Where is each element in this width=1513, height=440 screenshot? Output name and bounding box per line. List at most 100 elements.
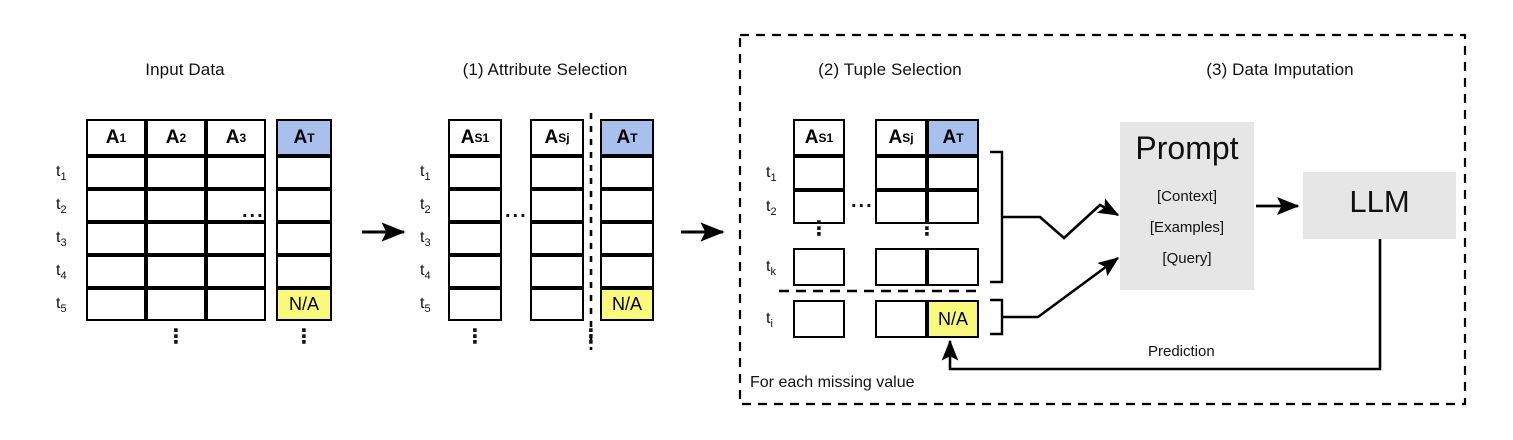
llm-label: LLM	[1349, 184, 1410, 219]
step1-cell-r3ct	[600, 222, 654, 255]
step1-row-label-t5: t5	[420, 295, 431, 315]
step2-cell-t1-as1	[793, 156, 845, 190]
step2-cell-tk-at	[927, 248, 979, 286]
step1-cell-missing-value: N/A	[600, 288, 654, 321]
step1-cell-r3c1	[448, 222, 502, 255]
step1-row-label-t5-base: t	[420, 295, 425, 312]
title-input-data: Input Data	[145, 60, 225, 79]
input-cell-r2c3	[206, 189, 266, 222]
step1-row-label-t1-sub: 1	[424, 171, 431, 184]
input-cell-r3ct	[276, 222, 332, 255]
input-cell-r3c3	[206, 222, 266, 255]
step2-row-label-t1-base: t	[766, 164, 771, 181]
title-tuple-selection: (2) Tuple Selection	[818, 60, 962, 79]
step2-cell-t2-asj	[875, 190, 927, 224]
input-row-label-t1-sub: 1	[60, 171, 67, 184]
input-cell-r3c1	[86, 222, 146, 255]
step2-cell-ti-asj	[875, 300, 927, 338]
input-header-a3-sub: 3	[239, 130, 247, 145]
step1-cell-r4c1	[448, 255, 502, 288]
step2-header-asj-sub: Sj	[902, 130, 914, 145]
input-cell-r5c2	[146, 288, 206, 321]
step2-row-label-t2-base: t	[766, 198, 771, 215]
step1-cell-r4ct	[600, 255, 654, 288]
input-cell-r1c3	[206, 156, 266, 189]
step2-row-label-t1-sub: 1	[770, 172, 777, 185]
input-cell-r5c3	[206, 288, 266, 321]
step2-row-label-tk-base: t	[766, 258, 771, 275]
prompt-line-examples: [Examples]	[1149, 219, 1225, 236]
input-row-label-t3: t3	[56, 229, 67, 249]
input-cell-r2ct	[276, 189, 332, 222]
step2-rows-ellipsis-icon-left: ⋮	[809, 218, 829, 240]
input-columns-ellipsis-icon: ...	[242, 200, 265, 222]
step1-header-asj-sub: Sj	[558, 130, 570, 145]
step1-row-label-t2: t2	[420, 196, 431, 216]
step1-row-label-t1: t1	[420, 163, 431, 183]
step2-header-at-base: A	[942, 126, 957, 148]
step1-cell-r3c2	[530, 222, 584, 255]
step1-row-label-t5-sub: 5	[424, 303, 431, 316]
step2-header-as1-base: A	[804, 126, 819, 148]
input-cell-r2c1	[86, 189, 146, 222]
input-cell-r1c1	[86, 156, 146, 189]
step1-cell-r4c2	[530, 255, 584, 288]
input-header-a2-base: A	[165, 126, 180, 148]
input-cell-r1c2	[146, 156, 206, 189]
step2-row-label-ti-base: t	[766, 310, 771, 327]
step1-cell-r5c2	[530, 288, 584, 321]
step2-header-asj-base: A	[888, 126, 903, 148]
input-cell-r3c2	[146, 222, 206, 255]
step1-cell-r5c1	[448, 288, 502, 321]
step1-cell-r1c1	[448, 156, 502, 189]
step1-row-label-t4-base: t	[420, 262, 425, 279]
step1-row-label-t4-sub: 4	[424, 270, 431, 283]
step1-row-label-t1-base: t	[420, 163, 425, 180]
step2-cell-t1-at	[927, 156, 979, 190]
input-row-label-t4-sub: 4	[60, 270, 67, 283]
step2-header-as1-sub: S1	[818, 130, 834, 145]
step1-header-at-base: A	[616, 126, 631, 148]
step1-columns-ellipsis-icon: ...	[505, 200, 528, 222]
step1-target-rows-ellipsis-icon: ⋮	[581, 326, 601, 348]
input-row-label-t2-sub: 2	[60, 204, 67, 217]
step2-cell-tk-as1	[793, 248, 845, 286]
input-rows-ellipsis-icon: ⋮	[166, 326, 186, 348]
input-cell-r2c2	[146, 189, 206, 222]
step1-cell-r2c1	[448, 189, 502, 222]
input-row-label-t1-base: t	[56, 163, 61, 180]
step1-header-as1-sub: S1	[474, 130, 490, 145]
input-row-label-t4: t4	[56, 262, 67, 282]
step2-row-label-ti-sub: i	[770, 318, 773, 331]
step1-row-label-t2-sub: 2	[424, 204, 431, 217]
step2-row-label-t2-sub: 2	[770, 206, 777, 219]
input-header-a3-base: A	[225, 126, 240, 148]
step1-header-as1-base: A	[460, 126, 475, 148]
step2-row-label-tk-sub: k	[770, 266, 776, 279]
input-row-label-t2-base: t	[56, 196, 61, 213]
step2-cell-missing-value: N/A	[927, 300, 979, 338]
prompt-box: Prompt [Context] [Examples] [Query]	[1120, 122, 1254, 290]
input-row-label-t2: t2	[56, 196, 67, 216]
prompt-title: Prompt	[1135, 130, 1239, 166]
step1-header-at-sub: T	[630, 130, 638, 145]
input-row-label-t5-base: t	[56, 295, 61, 312]
input-header-at-sub: T	[307, 130, 315, 145]
input-cell-r4c1	[86, 255, 146, 288]
input-cell-r4c2	[146, 255, 206, 288]
step1-cell-r2ct	[600, 189, 654, 222]
prompt-line-query: [Query]	[1162, 250, 1212, 267]
input-row-label-t3-base: t	[56, 229, 61, 246]
input-row-label-t1: t1	[56, 163, 67, 183]
input-cell-r1ct	[276, 156, 332, 189]
loop-label-for-each-missing-value: For each missing value	[750, 374, 915, 391]
step2-cell-t2-at	[927, 190, 979, 224]
title-attribute-selection: (1) Attribute Selection	[462, 60, 628, 79]
input-header-at-base: A	[293, 126, 308, 148]
